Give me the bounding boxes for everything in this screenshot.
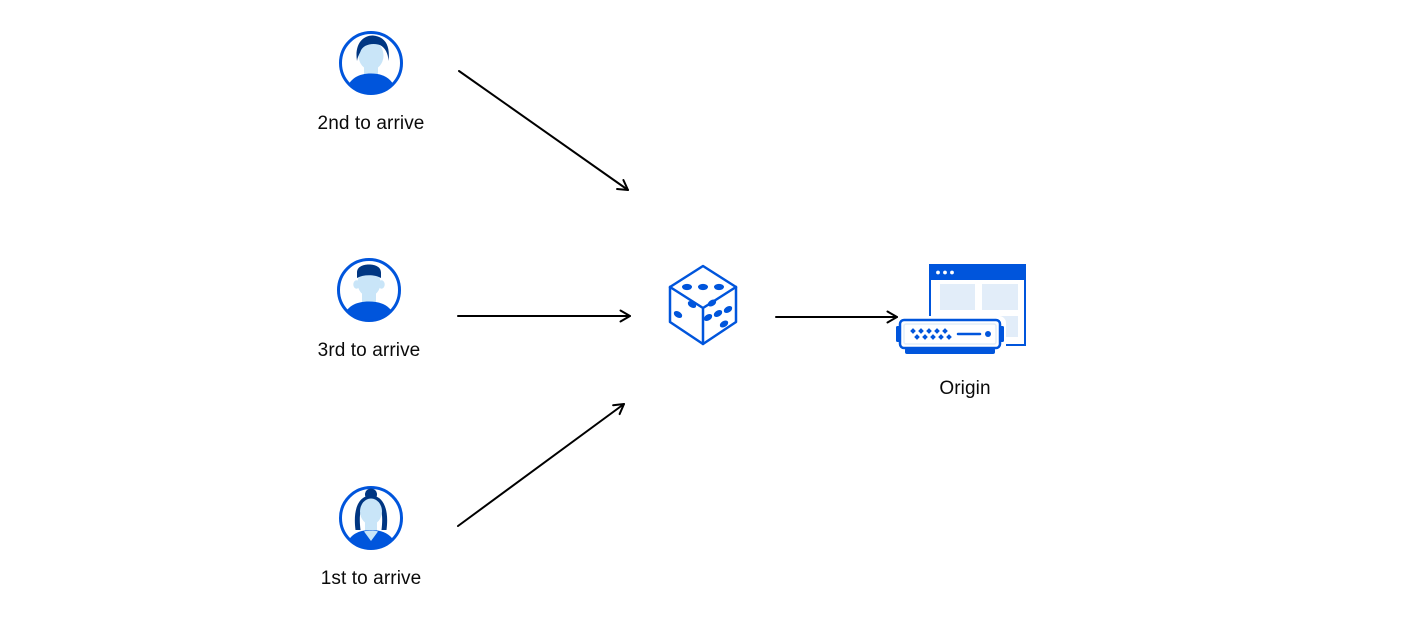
dice-icon xyxy=(668,264,738,346)
node-client-2nd: 2nd to arrive xyxy=(318,30,424,135)
avatar-woman-bun-icon xyxy=(339,486,403,550)
origin-server-window-icon xyxy=(896,264,1026,354)
arrow-client-1st-to-random-dice xyxy=(457,403,625,527)
node-label: 3rd to arrive xyxy=(317,340,421,361)
node-origin: Origin xyxy=(896,263,1034,400)
node-random-dice xyxy=(665,261,741,347)
node-label: 2nd to arrive xyxy=(317,113,425,134)
avatar-man-side-part-icon xyxy=(339,31,403,95)
node-label: Origin xyxy=(939,378,991,399)
node-client-3rd: 3rd to arrive xyxy=(318,257,420,362)
node-label: 1st to arrive xyxy=(320,568,422,589)
arrow-client-2nd-to-random-dice xyxy=(458,70,629,191)
node-client-1st: 1st to arrive xyxy=(321,485,421,590)
avatar-man-flat-top-icon xyxy=(337,258,401,322)
